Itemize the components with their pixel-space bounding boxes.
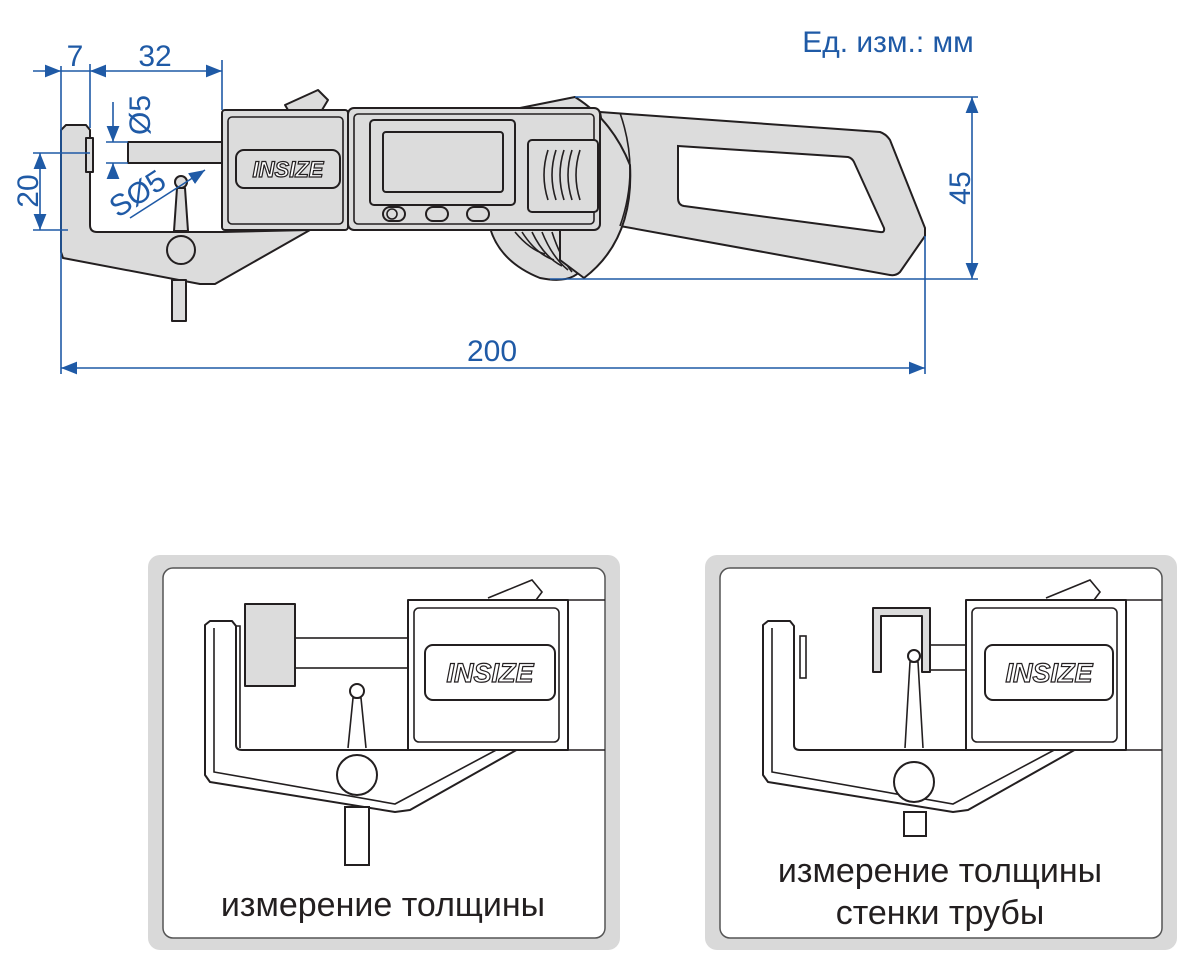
- panel-thickness: INSIZE измерение толщины: [148, 555, 620, 950]
- flat-workpiece: [244, 603, 296, 687]
- spindle: [127, 141, 223, 164]
- lock-lever: [284, 89, 329, 111]
- panel1-caption: измерение толщины: [221, 886, 545, 924]
- lcd-screen: [382, 131, 504, 193]
- pivot-screw: [166, 235, 196, 265]
- panel1-brand-logo: INSIZE: [446, 658, 534, 688]
- frame: [60, 124, 311, 285]
- dim-length: 200: [467, 335, 517, 368]
- dim-anvil-width: 7: [67, 40, 84, 73]
- tube-wall-workpiece: [872, 607, 931, 673]
- stem: [171, 279, 187, 322]
- collar-edge: [619, 112, 631, 227]
- anvil: [85, 137, 94, 173]
- dim-spindle-reach: 32: [138, 40, 171, 73]
- units-label: Ед. изм.: мм: [802, 26, 974, 59]
- brand-logo: INSIZE: [253, 157, 325, 182]
- panel-tube-wall: INSIZE измерение толщины стенки трубы: [705, 555, 1177, 950]
- origin-button-mark: [386, 208, 398, 220]
- mode-button: [425, 206, 449, 222]
- logo-plate: [235, 149, 341, 189]
- main-gauge: INSIZE 7 32: [12, 40, 979, 375]
- dim-spindle-diameter: Ø5: [124, 95, 157, 135]
- dimension-lines: [33, 60, 979, 375]
- unit-button: [466, 206, 490, 222]
- panel2-caption-line1: измерение толщины: [778, 852, 1102, 890]
- handle-cutout: [677, 144, 886, 234]
- head-inner: [227, 116, 344, 225]
- dim-throat-depth: 20: [12, 174, 45, 207]
- probe-cone: [173, 187, 189, 232]
- panel1-spindle: [294, 637, 409, 669]
- panel2-spindle: [929, 644, 967, 671]
- panel2-brand-logo: INSIZE: [1005, 658, 1093, 688]
- dim-ball-diameter: SØ5: [104, 164, 172, 224]
- grip-ridges: [543, 149, 581, 201]
- panel2-caption-line2: стенки трубы: [836, 894, 1045, 932]
- dim-height: 45: [944, 171, 977, 204]
